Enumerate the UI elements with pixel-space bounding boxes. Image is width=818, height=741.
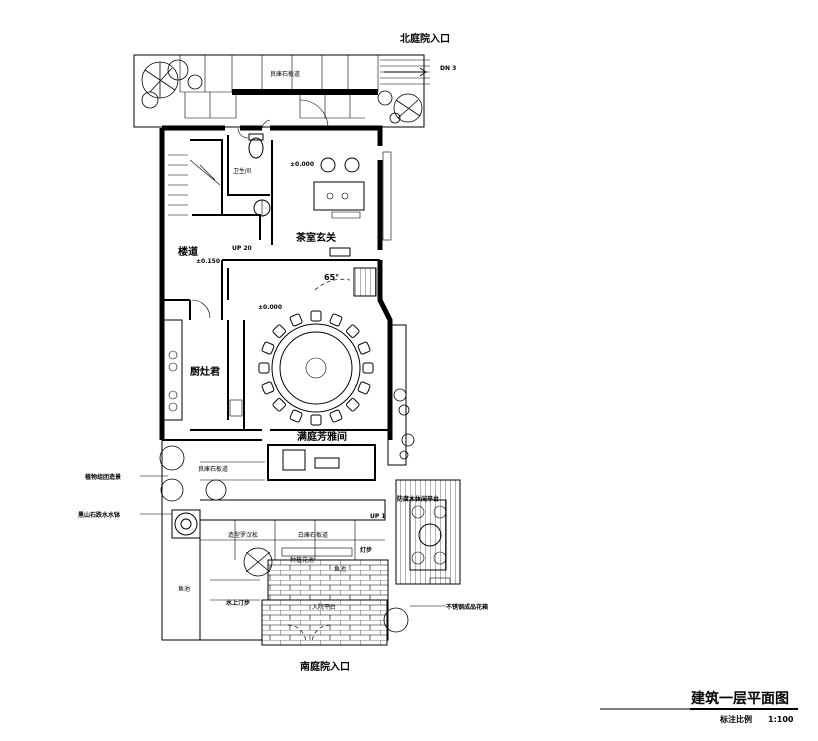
north-plant-icon [141,59,203,109]
plan-labels: 北庭院入口 DN 3 良庫石板道 卫生间 楼道 UP 20 ±0.150 ±0.… [78,32,488,673]
dining-label: 满庭芳雅间 [297,430,347,443]
toilet-label: 卫生间 [233,167,251,175]
dining-chair [272,398,286,412]
stairs-label: 楼道 [178,245,198,258]
kitchen-counters [163,319,243,421]
east-garden-strip [387,324,415,466]
deck-platform-label: 防腐木休闲平台 [397,495,439,503]
dining-chair [289,313,303,327]
tea-room-furniture [313,151,392,257]
pond-left-label: 鱼池 [178,585,190,593]
up1-label: UP 1 [370,513,386,520]
dining-table [271,323,361,413]
plant-feature-label: 植物组团造景 [84,473,121,481]
title-block: 建筑一层平面图 标注比例 1:100 [600,690,798,724]
north-courtyard [133,54,430,128]
level-dining-label: ±0.000 [258,304,282,311]
dining-chair [346,398,360,412]
dining-room-furniture [282,267,377,471]
pond-label: 鱼池 [334,565,346,573]
water-step-label: 水上汀步 [226,599,250,607]
light-left-label: 灯步 [360,546,372,554]
stair-treads [168,154,221,216]
dining-chair [357,341,371,355]
dining-chair [289,409,303,423]
dn3-label: DN 3 [440,65,456,72]
north-step-edge [232,89,378,95]
northeast-plant-icon [377,90,423,124]
steel-planter-label: 不锈钢成品花箱 [446,603,488,611]
building-walls [159,125,393,481]
south-entrance-label: 南庭院入口 [300,660,350,673]
dining-chair [357,381,371,395]
dining-chair [272,324,286,338]
dining-chair [329,409,343,423]
level-tea-label: ±0.000 [290,161,314,168]
north-path-label: 良庫石板道 [270,70,300,78]
dining-chair [310,310,322,322]
south-courtyard [159,440,389,646]
scale-value: 1:100 [768,715,794,724]
dining-chair [261,341,275,355]
dining-chair [258,362,270,374]
mid-path-label: 良庫石板道 [198,465,228,473]
side-path-label: 白庫石板道 [298,531,328,539]
dn-stairs [380,59,430,85]
level-stair-label: ±0.150 [196,258,220,265]
angle-label: 65° [324,273,339,282]
north-entrance-label: 北庭院入口 [400,32,450,45]
dining-chair [346,324,360,338]
dining-chairs [258,310,374,426]
deck-platform [383,479,461,633]
kitchen-label: 厨灶君 [190,365,220,378]
dining-chair [362,362,374,374]
toilet-fixtures [248,133,271,217]
dining-chair [261,381,275,395]
scale-label: 标注比例 [719,714,752,724]
up20-label: UP 20 [232,245,252,252]
dining-chair [310,414,322,426]
door-swings [191,99,329,319]
plan-title: 建筑一层平面图 [691,690,789,707]
arhat-pine-label: 造型罗汉松 [228,531,258,539]
entry-platform-label: 入院平台 [312,603,336,611]
dining-chair [329,313,343,327]
tea-room-label: 茶室玄关 [295,231,336,244]
flower-bed-label: 种植花池 [290,556,314,564]
basalt-fountain-label: 黑山石跌水水钵 [78,511,121,519]
